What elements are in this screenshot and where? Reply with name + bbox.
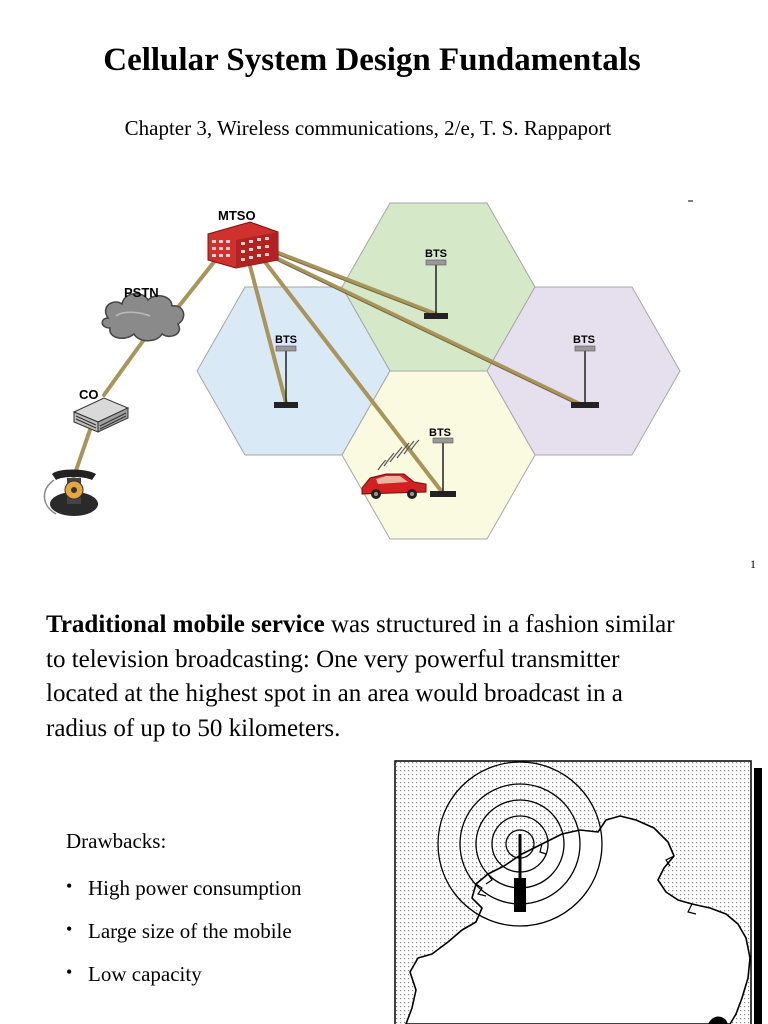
bullet-icon: • [66,962,73,982]
link-mtso-bts-right [274,256,582,406]
label-bts-right: BTS [573,334,595,346]
broadcast-coverage-map [394,760,762,1024]
link-mtso-bts-top [274,250,438,316]
label-bts-top: BTS [425,248,447,260]
link-mtso-bts-left [247,260,288,405]
bts-tower-left [274,345,298,408]
label-mtso: MTSO [218,208,256,223]
link-mtso-bts-bottom [263,260,444,494]
drawback-item: • Large size of the mobile [66,915,292,945]
bullet-icon: • [66,919,73,939]
intro-paragraph: Traditional mobile service was structure… [46,608,686,746]
label-co: CO [79,387,99,402]
land-notch [708,1016,728,1024]
telephone-icon [43,469,98,516]
drawback-text: Low capacity [88,962,202,986]
drawback-item: • High power consumption [66,872,301,902]
cell-bottom [341,370,536,540]
link-co-phone [68,422,94,490]
co-building [72,397,130,433]
drawback-item: • Low capacity [66,958,202,988]
bullet-icon: • [66,876,73,896]
page-title: Cellular System Design Fundamentals [103,42,641,78]
link-pstn-co [102,332,150,397]
label-bts-left: BTS [275,334,297,346]
drawback-text: Large size of the mobile [88,919,292,943]
bts-tower-bottom [430,437,456,497]
land-coast-detail [475,843,697,915]
page-subtitle: Chapter 3, Wireless communications, 2/e,… [124,116,612,140]
page-number: 1 [750,557,756,571]
pstn-cloud [101,292,185,342]
paragraph-bold-lead: Traditional mobile service [46,611,325,638]
label-pstn: PSTN [124,285,159,300]
label-bts-bottom: BTS [429,427,451,439]
drawbacks-heading: Drawbacks: [66,829,167,853]
land-mass [405,815,751,1024]
bts-tower-top [424,259,448,319]
bts-tower-right [571,345,599,408]
drawback-text: High power consumption [88,876,302,900]
car-icon [361,473,427,499]
broadcast-tower-icon [514,834,526,912]
radio-waves-icon [377,439,420,471]
mtso-building [207,221,279,269]
paragraph-body: was structured in a fashion similar to t… [46,611,675,742]
